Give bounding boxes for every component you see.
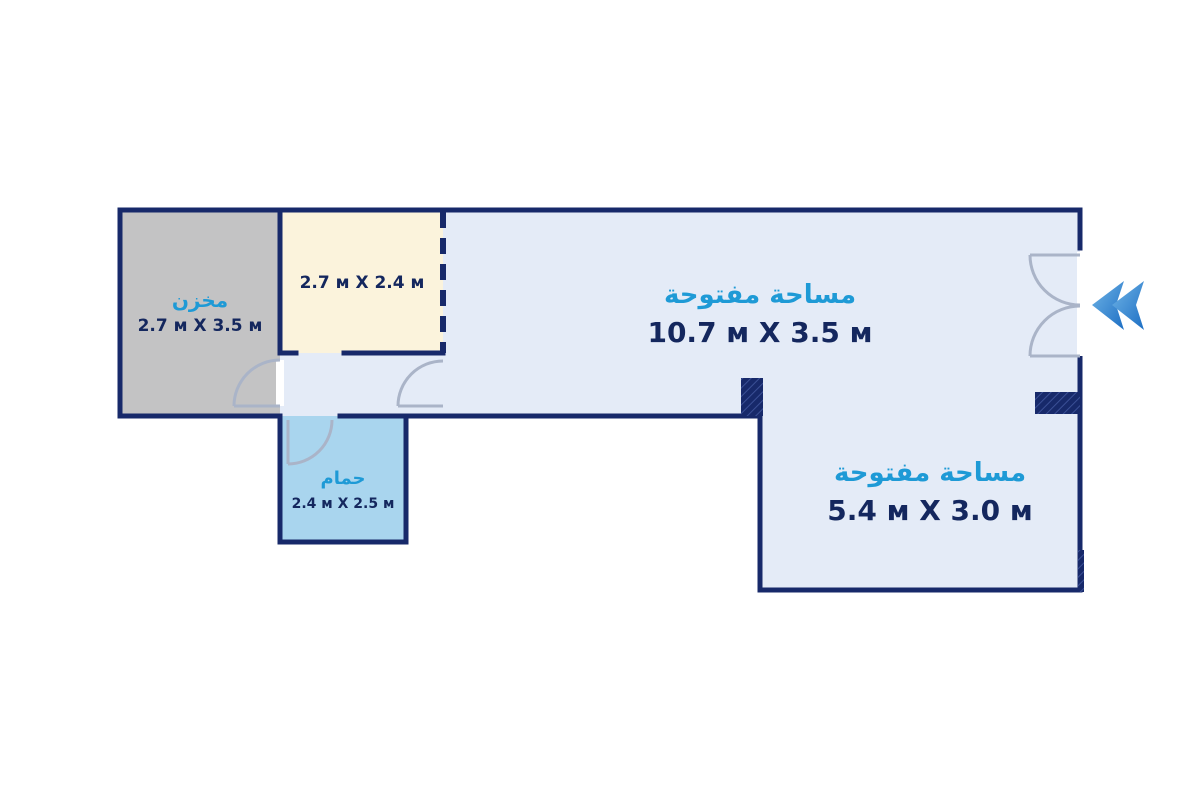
column-right xyxy=(1035,392,1080,414)
bathroom-name: حمام xyxy=(320,468,366,489)
open-area-main-dimensions: 10.7 м X 3.5 м xyxy=(647,316,873,349)
bathroom-fill xyxy=(280,416,406,542)
open-area-main-name: مساحة مفتوحة xyxy=(663,280,857,310)
bathroom-door[interactable] xyxy=(286,419,334,466)
double-chevron-left-icon xyxy=(1092,281,1144,330)
exterior-wall-strip xyxy=(1078,550,1084,592)
storage-fill xyxy=(120,210,280,416)
room-door[interactable] xyxy=(396,359,444,408)
walls xyxy=(117,207,1083,593)
entrance-door[interactable] xyxy=(1028,252,1083,358)
column-left xyxy=(741,378,763,416)
open-area-lower-dimensions: 5.4 м X 3.0 м xyxy=(827,494,1033,527)
storage-door[interactable] xyxy=(232,358,284,408)
bathroom-dimensions: 2.4 м X 2.5 м xyxy=(291,496,395,512)
room-dimensions: 2.7 м X 2.4 м xyxy=(299,273,425,293)
storage-name: مخزن xyxy=(171,288,229,312)
storage-dimensions: 2.7 м X 3.5 м xyxy=(137,316,263,336)
room-fill xyxy=(280,210,443,353)
open-area-lower-name: مساحة مفتوحة xyxy=(833,458,1027,488)
